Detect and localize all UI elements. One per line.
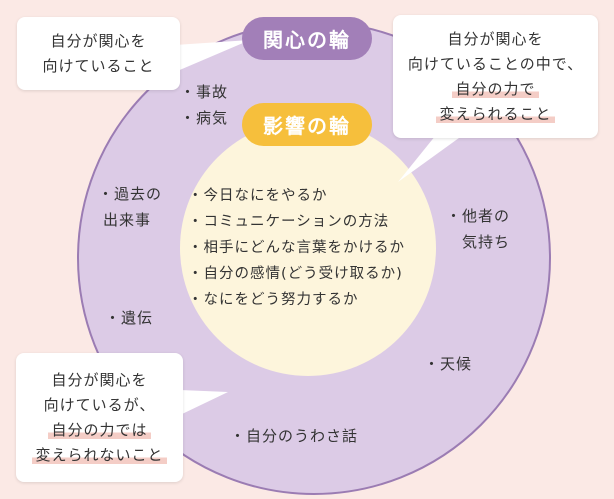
callout-line: 自分が関心を bbox=[50, 31, 147, 50]
callout-influence: 自分が関心を 向けていることの中で、 自分の力で 変えられること bbox=[393, 15, 598, 138]
item-accident: ・事故 bbox=[180, 83, 229, 101]
list-item: ・今日なにをやるか bbox=[188, 188, 328, 204]
item-heredity: ・遺伝 bbox=[105, 309, 154, 327]
item-past: ・過去の bbox=[98, 185, 163, 203]
callout-tail bbox=[398, 130, 470, 182]
callout-concern: 自分が関心を 向けていること bbox=[17, 17, 180, 90]
callout-highlight: 変えられないこと bbox=[32, 445, 167, 464]
callout-highlight: 変えられること bbox=[436, 104, 555, 123]
list-item: ・コミュニケーションの方法 bbox=[188, 214, 390, 230]
circle-of-concern-label: 関心の輪 bbox=[242, 17, 372, 60]
callout-line: 自分が関心を bbox=[447, 29, 544, 48]
callout-highlight: 自分の力では bbox=[48, 420, 151, 439]
callout-line: 向けていること bbox=[42, 56, 155, 75]
list-item: ・自分の感情(どう受け取るか) bbox=[188, 266, 403, 282]
callout-line: 向けていることの中で、 bbox=[407, 54, 584, 73]
list-item: ・なにをどう努力するか bbox=[188, 292, 359, 308]
item-others-feelings-2: 気持ち bbox=[462, 233, 511, 251]
circle-of-influence-label: 影響の輪 bbox=[242, 103, 372, 146]
callout-line: 向けているが、 bbox=[43, 395, 156, 414]
callout-outside: 自分が関心を 向けているが、 自分の力では 変えられないこと bbox=[16, 353, 183, 482]
item-illness: ・病気 bbox=[180, 109, 229, 127]
callout-tail bbox=[180, 390, 228, 415]
callout-highlight: 自分の力で bbox=[452, 79, 539, 98]
list-item: ・相手にどんな言葉をかけるか bbox=[188, 240, 405, 256]
item-others-feelings: ・他者の bbox=[446, 207, 511, 225]
item-past-2: 出来事 bbox=[103, 211, 152, 229]
circle-of-influence bbox=[180, 120, 436, 376]
item-weather: ・天候 bbox=[424, 355, 473, 373]
callout-tail bbox=[175, 40, 250, 72]
influence-list: ・今日なにをやるか ・コミュニケーションの方法 ・相手にどんな言葉をかけるか ・… bbox=[188, 183, 405, 313]
item-rumors: ・自分のうわさ話 bbox=[230, 427, 359, 445]
callout-line: 自分が関心を bbox=[51, 370, 148, 389]
